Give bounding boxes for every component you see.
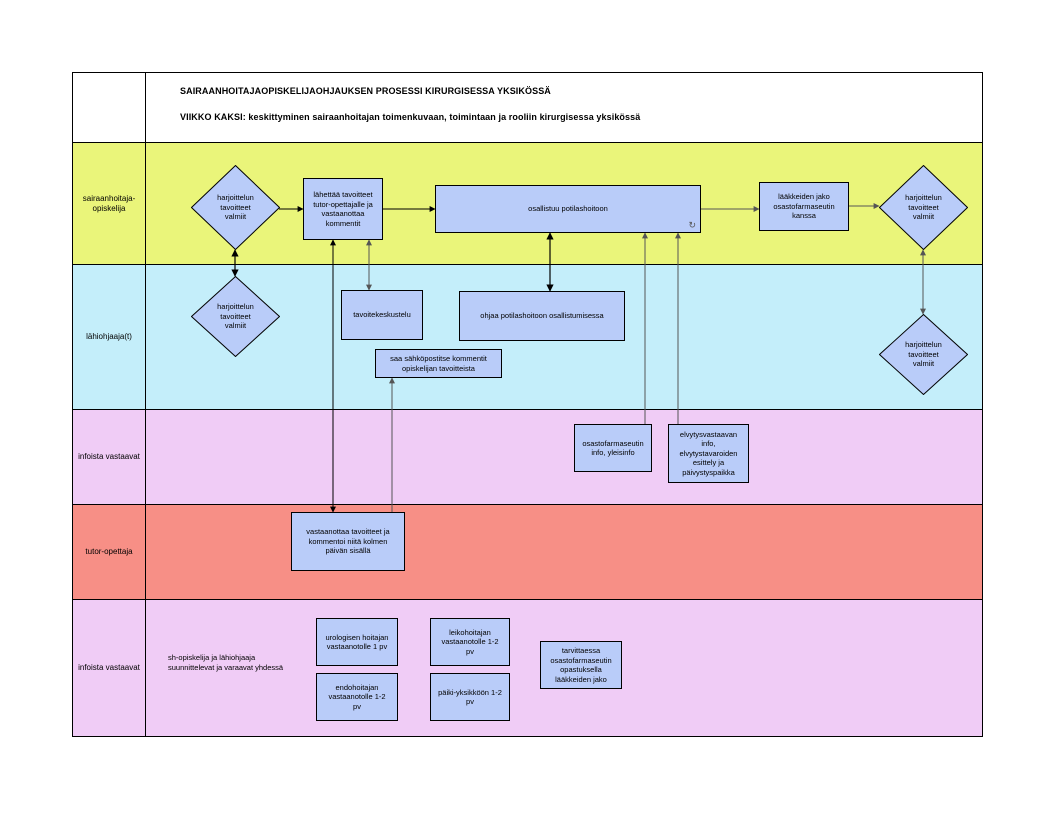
decision-goals-ready-student-1[interactable]: harjoittelun tavoitteet valmiit <box>191 165 280 250</box>
lane-label-info-2: infoista vastaavat <box>73 600 146 736</box>
page-title: SAIRAANHOITAJAOPISKELIJAOHJAUKSEN PROSES… <box>180 86 551 96</box>
header-row <box>72 72 983 143</box>
day-surgery-node[interactable]: päiki-yksikköön 1-2 pv <box>430 673 510 721</box>
decision-label: harjoittelun tavoitteet valmiit <box>217 193 254 222</box>
lane-label-mentor: lähiohjaaja(t) <box>73 265 146 409</box>
decision-goals-ready-mentor-2[interactable]: harjoittelun tavoitteet valmiit <box>879 314 968 395</box>
surgery-nurse-node[interactable]: leikohoitajan vastaanotolle 1-2 pv <box>430 618 510 666</box>
decision-goals-ready-mentor-1[interactable]: harjoittelun tavoitteet valmiit <box>191 276 280 357</box>
goal-talk-node[interactable]: tavoitekeskustelu <box>341 290 423 340</box>
send-goals-node[interactable]: lähettää tavoitteet tutor-opettajalle ja… <box>303 178 383 240</box>
decision-label: harjoittelun tavoitteet valmiit <box>905 340 942 369</box>
pharmacist-guidance-node[interactable]: tarvittaessa osastofarmaseutin opastukse… <box>540 641 622 689</box>
planning-note: sh-opiskelija ja lähiohjaaja suunnittele… <box>168 653 284 672</box>
medicine-node[interactable]: lääkkeiden jako osastofarmaseutin kanssa <box>759 182 849 231</box>
decision-label: harjoittelun tavoitteet valmiit <box>905 193 942 222</box>
decision-label: harjoittelun tavoitteet valmiit <box>217 302 254 331</box>
lane-info-1: infoista vastaavat <box>72 409 983 505</box>
lane-label-info-1: infoista vastaavat <box>73 410 146 504</box>
participates-label: osallistuu potilashoitoon <box>528 204 608 214</box>
lane-label-tutor: tutor-opettaja <box>73 505 146 599</box>
guides-node[interactable]: ohjaa potilashoitoon osallistumisessa <box>459 291 625 341</box>
pharmacist-info-node[interactable]: osastofarmaseutin info, yleisinfo <box>574 424 652 472</box>
endo-node[interactable]: endohoitajan vastaanotolle 1-2 pv <box>316 673 398 721</box>
resus-info-node[interactable]: elvytysvastaavan info, elvytystavaroiden… <box>668 424 749 483</box>
loop-icon: ↻ <box>688 219 696 230</box>
tutor-receives-node[interactable]: vastaanottaa tavoitteet ja kommentoi nii… <box>291 512 405 571</box>
lane-label-student: sairaanhoitaja- opiskelija <box>73 143 146 264</box>
lane-info-2: infoista vastaavat <box>72 599 983 737</box>
urology-node[interactable]: urologisen hoitajan vastaanotolle 1 pv <box>316 618 398 666</box>
gets-comments-node[interactable]: saa sähköpostitse kommentit opiskelijan … <box>375 349 502 378</box>
decision-goals-ready-student-2[interactable]: harjoittelun tavoitteet valmiit <box>879 165 968 250</box>
header-corner <box>73 73 146 142</box>
participates-node[interactable]: osallistuu potilashoitoon ↻ <box>435 185 701 233</box>
page-subtitle: VIIKKO KAKSI: keskittyminen sairaanhoita… <box>180 112 641 122</box>
